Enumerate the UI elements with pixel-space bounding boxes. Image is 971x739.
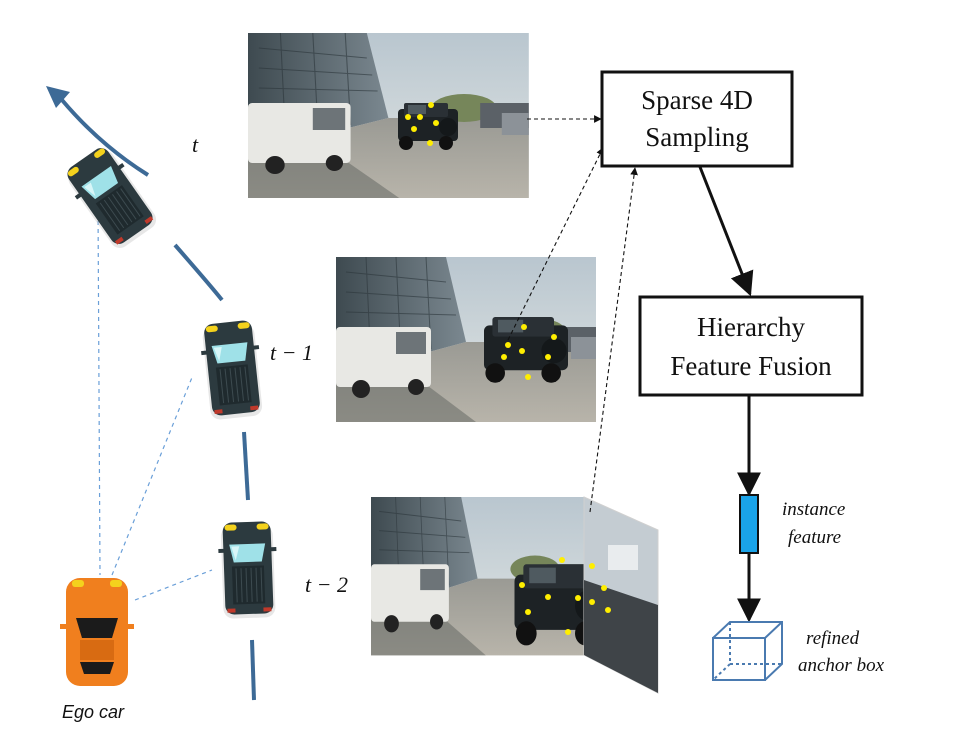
arrow-sampling-to-fusion [698,166,754,297]
sampling-links [507,115,638,513]
ego-car-icon [60,578,134,686]
sampling-title-line2: Sampling [645,122,749,152]
time-label-t-1: t − 1 [270,340,313,365]
cube-icon [712,621,783,681]
instance-feature-label-line2: feature [788,527,841,548]
camera-frame-t-2 [370,496,659,694]
hierarchy-feature-fusion-box: Hierarchy Feature Fusion [638,295,864,397]
time-label-t-2: t − 2 [305,572,348,597]
car-icon [216,520,280,620]
sparse-4d-sampling-box: Sparse 4D Sampling [600,70,794,168]
refined-anchor-label-line2: anchor box [798,655,885,676]
camera-frame-t-1 [335,256,597,423]
instance-feature-icon [739,494,759,554]
trajectory [46,86,256,701]
fusion-title-line2: Feature Fusion [670,351,832,381]
sample-points [519,557,611,635]
sample-points [501,324,557,380]
arrow-head-icon [46,86,70,108]
car-icon [197,318,267,422]
ego-car-label: Ego car [62,702,125,722]
fusion-title-line1: Hierarchy [697,312,805,342]
time-label-t: t [192,132,199,157]
camera-frame-t [247,32,530,199]
sampling-title-line1: Sparse 4D [641,85,753,115]
ego-links [97,204,213,601]
car-icon [59,141,163,255]
sample-points [405,102,439,146]
instance-feature-label-line1: instance [782,499,845,520]
refined-anchor-label-line1: refined [806,628,860,649]
